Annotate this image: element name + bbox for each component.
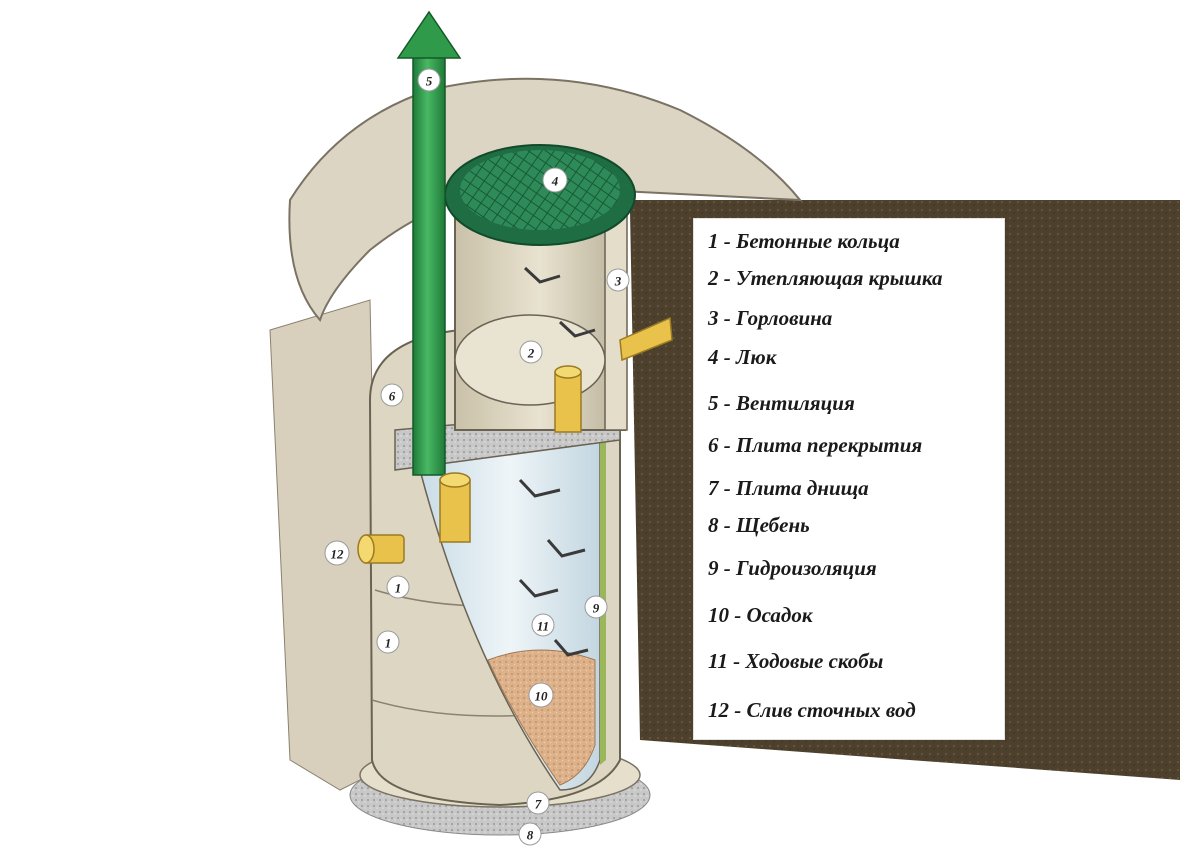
marker-9: 9 bbox=[584, 595, 608, 619]
marker-7: 7 bbox=[526, 791, 550, 815]
svg-text:3: 3 bbox=[614, 274, 622, 289]
marker-12: 12 bbox=[324, 540, 350, 566]
legend-item: 3 - Горловина bbox=[708, 306, 833, 330]
yellow-pipes bbox=[439, 316, 673, 543]
legend: 1 - Бетонные кольца 2 - Утепляющая крышк… bbox=[693, 218, 1005, 740]
legend-item: 8 - Щебень bbox=[708, 513, 810, 537]
drain-pipe bbox=[357, 534, 405, 564]
marker-3: 3 bbox=[606, 268, 630, 292]
svg-text:9: 9 bbox=[593, 601, 600, 616]
marker-8: 8 bbox=[518, 822, 542, 846]
svg-text:12: 12 bbox=[331, 547, 345, 562]
svg-text:4: 4 bbox=[551, 174, 559, 189]
marker-1-lower: 1 bbox=[376, 630, 400, 654]
marker-10: 10 bbox=[528, 682, 554, 708]
legend-item: 1 - Бетонные кольца bbox=[708, 229, 900, 253]
legend-item: 4 - Люк bbox=[708, 345, 777, 369]
svg-text:11: 11 bbox=[537, 619, 549, 634]
legend-item: 6 - Плита перекрытия bbox=[708, 433, 923, 457]
waterproofing bbox=[600, 420, 606, 765]
neck-wall bbox=[604, 199, 628, 431]
marker-5: 5 bbox=[417, 68, 441, 92]
svg-text:1: 1 bbox=[395, 581, 402, 596]
legend-item: 10 - Осадок bbox=[708, 603, 813, 627]
marker-2: 2 bbox=[519, 340, 543, 364]
legend-item: 2 - Утепляющая крышка bbox=[708, 266, 943, 290]
ventilation-pipe bbox=[412, 54, 446, 476]
ladder-brackets bbox=[518, 266, 596, 657]
legend-item: 5 - Вентиляция bbox=[708, 391, 855, 415]
hatch-grate bbox=[460, 150, 620, 230]
sediment bbox=[487, 649, 596, 786]
legend-item: 9 - Гидроизоляция bbox=[708, 556, 877, 580]
svg-text:5: 5 bbox=[426, 74, 433, 89]
svg-text:6: 6 bbox=[389, 389, 396, 404]
ring-seam bbox=[371, 699, 531, 717]
svg-text:10: 10 bbox=[535, 689, 549, 704]
soil-left bbox=[269, 299, 381, 791]
svg-text:8: 8 bbox=[527, 828, 534, 843]
legend-item: 11 - Ходовые скобы bbox=[708, 649, 884, 673]
ventilation-cap bbox=[396, 10, 462, 59]
marker-1-upper: 1 bbox=[386, 575, 410, 599]
marker-6: 6 bbox=[380, 383, 404, 407]
svg-text:7: 7 bbox=[535, 797, 542, 812]
svg-text:1: 1 bbox=[385, 636, 392, 651]
marker-4: 4 bbox=[542, 167, 568, 193]
legend-item: 12 - Слив сточных вод bbox=[708, 698, 916, 722]
legend-item: 7 - Плита днища bbox=[708, 476, 869, 500]
svg-text:2: 2 bbox=[527, 346, 535, 361]
marker-11: 11 bbox=[531, 613, 555, 637]
